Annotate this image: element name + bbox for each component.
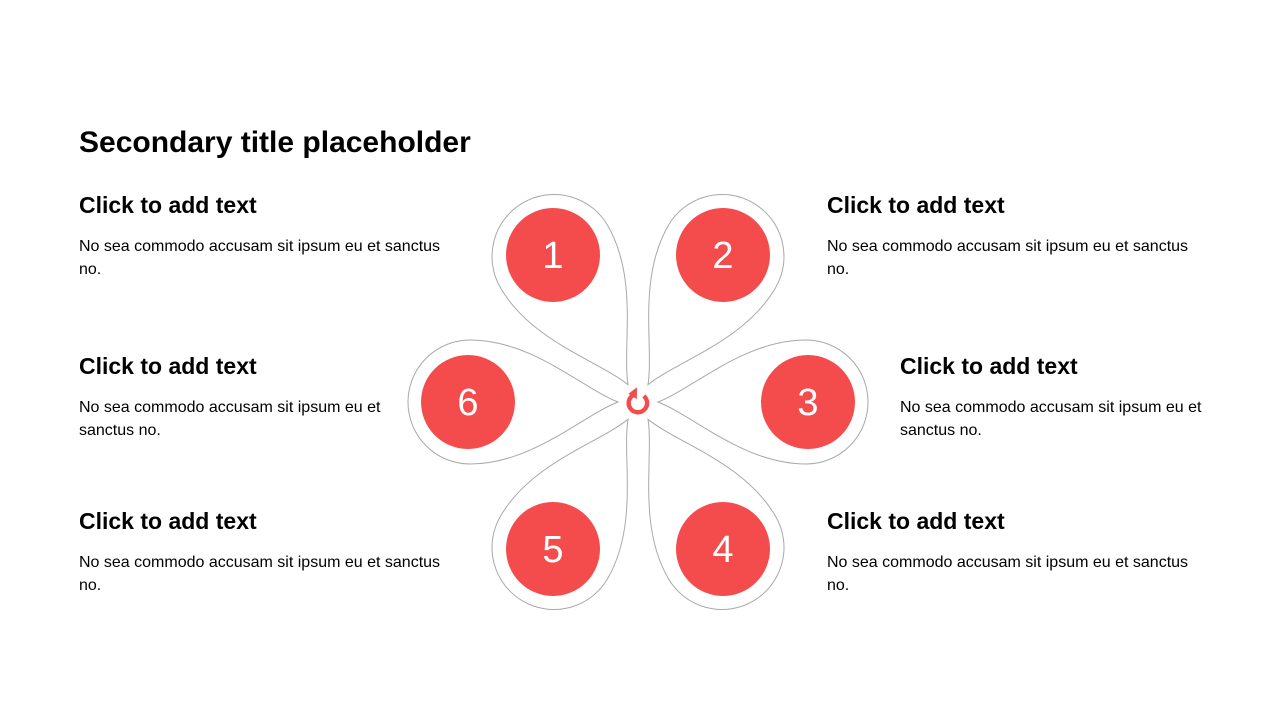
placeholder-heading[interactable]: Click to add text: [79, 192, 257, 218]
step-circle-3[interactable]: [761, 355, 855, 449]
step-circle-group: 1 2 3 4 5 6: [421, 208, 855, 596]
step-number-4: 4: [712, 529, 733, 571]
step-circle-4[interactable]: [676, 502, 770, 596]
step-circle-2[interactable]: [676, 208, 770, 302]
text-placeholder-top-left: Click to add text No sea commodo accusam…: [79, 191, 449, 281]
placeholder-body[interactable]: No sea commodo accusam sit ipsum eu et s…: [900, 399, 1202, 439]
rotate-clockwise-icon: [626, 387, 650, 415]
text-placeholder-middle-left: Click to add text No sea commodo accusam…: [79, 352, 394, 442]
placeholder-heading[interactable]: Click to add text: [827, 192, 1005, 218]
step-circle-1[interactable]: [506, 208, 600, 302]
placeholder-heading[interactable]: Click to add text: [79, 508, 257, 534]
placeholder-body[interactable]: No sea commodo accusam sit ipsum eu et s…: [827, 554, 1189, 594]
step-circle-5[interactable]: [506, 502, 600, 596]
text-placeholder-middle-right: Click to add text No sea commodo accusam…: [900, 352, 1215, 442]
placeholder-body[interactable]: No sea commodo accusam sit ipsum eu et s…: [79, 399, 381, 439]
step-number-5: 5: [542, 529, 563, 571]
placeholder-heading[interactable]: Click to add text: [900, 353, 1078, 379]
flower-diagram: 1 2 3 4 5 6: [407, 194, 869, 610]
step-number-6: 6: [457, 382, 478, 424]
placeholder-body[interactable]: No sea commodo accusam sit ipsum eu et s…: [79, 238, 441, 278]
text-placeholder-bottom-right: Click to add text No sea commodo accusam…: [827, 507, 1197, 597]
step-number-2: 2: [712, 235, 733, 277]
text-placeholder-bottom-left: Click to add text No sea commodo accusam…: [79, 507, 449, 597]
step-number-3: 3: [797, 382, 818, 424]
placeholder-body[interactable]: No sea commodo accusam sit ipsum eu et s…: [827, 238, 1189, 278]
placeholder-body[interactable]: No sea commodo accusam sit ipsum eu et s…: [79, 554, 441, 594]
text-placeholder-top-right: Click to add text No sea commodo accusam…: [827, 191, 1197, 281]
step-circle-6[interactable]: [421, 355, 515, 449]
placeholder-heading[interactable]: Click to add text: [79, 353, 257, 379]
step-number-1: 1: [542, 235, 563, 277]
placeholder-heading[interactable]: Click to add text: [827, 508, 1005, 534]
slide-title[interactable]: Secondary title placeholder: [79, 126, 471, 159]
